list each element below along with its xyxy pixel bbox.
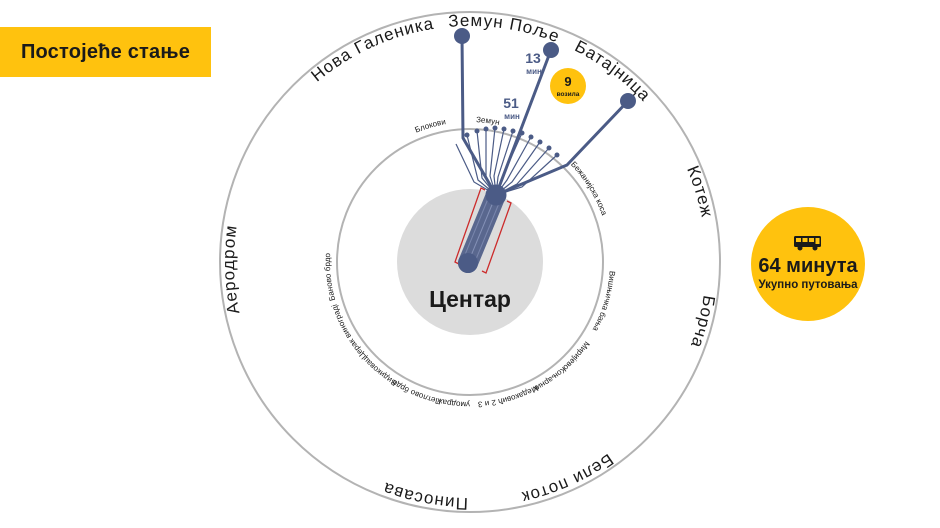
center-label: Центар	[429, 286, 511, 312]
inner-label-cerak: Церак виноградi	[330, 303, 368, 361]
svg-text:Батајница: Батајница	[572, 37, 655, 106]
inner-label-zemun: Земун	[476, 115, 501, 127]
inner-label-medakovic: Медаковић 2 и 3	[477, 383, 540, 408]
time-unit-route-b: мин	[526, 67, 542, 76]
svg-text:Пиносава: Пиносава	[380, 478, 468, 513]
stop-dot	[483, 126, 489, 132]
stop-dot	[492, 125, 498, 131]
svg-text:Бежанијска коса: Бежанијска коса	[569, 160, 609, 217]
bus-icon	[794, 236, 821, 251]
trunk-stripe	[467, 194, 497, 264]
svg-text:Церак виноградi: Церак виноградi	[330, 303, 368, 361]
vehicles-badge-circle	[550, 68, 586, 104]
outer-label-kotez: Котеж	[683, 163, 716, 219]
stop-node-zemun-polje	[543, 42, 559, 58]
trunk-stripe	[461, 193, 491, 263]
corridor-brackets	[454, 187, 512, 274]
svg-text:Медаковић 2 и 3: Медаковић 2 и 3	[477, 383, 540, 408]
svg-text:Аеродром: Аеродром	[219, 224, 243, 316]
svg-text:Петлово брдо: Петлово брдо	[390, 378, 442, 406]
vehicles-label: возила	[557, 91, 580, 98]
stop-dot	[464, 132, 470, 138]
stop-node-nova-galenika	[454, 28, 470, 44]
svg-text:Миријево: Миријево	[561, 340, 592, 373]
inner-label-banovo-brdo: Баново брдо	[323, 252, 337, 302]
title-badge: Постојеће стање	[0, 27, 211, 77]
outer-label-borca: Борча	[687, 294, 718, 351]
vehicles-count: 9	[564, 74, 571, 89]
bracket-right	[481, 200, 512, 274]
svg-text:Нова Галеника: Нова Галеника	[308, 14, 436, 86]
feeder-fan	[455, 127, 558, 196]
svg-text:Котеж: Котеж	[683, 163, 717, 219]
trunk-stripe	[473, 195, 503, 265]
outer-label-aerodrom: Аеродром	[219, 224, 242, 316]
stop-dot	[510, 128, 516, 134]
stop-dot	[519, 130, 525, 136]
svg-text:Бели поток: Бели поток	[520, 450, 617, 507]
outer-ring	[219, 11, 721, 513]
svg-text:Борча: Борча	[687, 294, 719, 351]
time-value-route-a: 51	[503, 95, 519, 111]
total-travel-label: Укупно путовања	[758, 279, 858, 291]
svg-text:Баново брдо: Баново брдо	[323, 252, 337, 302]
stop-dot	[501, 126, 507, 132]
inner-label-visnjicka-banja: Вишњичка бања	[591, 271, 617, 334]
stop-dot	[554, 152, 560, 158]
total-travel-value: 64 минута	[758, 255, 858, 277]
svg-text:Земун: Земун	[476, 115, 501, 127]
bracket-left	[454, 187, 486, 265]
outer-label-beli-potok: Бели поток	[520, 450, 616, 507]
time-value-route-b: 13	[525, 50, 541, 66]
outer-label-batajnica: Батајница	[572, 37, 654, 106]
stop-node-batajnica	[620, 93, 636, 109]
outer-label-nova-galenika: Нова Галеника	[308, 14, 435, 86]
outer-label-pinosava: Пиносава	[380, 478, 467, 513]
route-line-nova-galenika	[460, 34, 498, 197]
center-node	[458, 253, 478, 273]
stop-dot	[474, 128, 480, 134]
route-line-batajnica	[494, 99, 630, 197]
inner-ring	[336, 128, 604, 396]
total-travel-badge: 64 минута Укупно путовања	[751, 207, 865, 321]
time-unit-route-a: мин	[504, 112, 520, 121]
page-title: Постојеће стање	[20, 40, 191, 63]
hub-node	[485, 184, 507, 206]
stop-dot	[537, 139, 543, 145]
stop-dot	[546, 145, 552, 151]
trunk-corridor	[458, 185, 506, 273]
stop-dot	[528, 134, 534, 140]
inner-label-bezanijska-kosa: Бежанијска коса	[569, 160, 609, 217]
inner-label-mirijevo: Миријево	[561, 340, 592, 373]
inner-stop-dots	[464, 125, 560, 158]
svg-text:Вишњичка бања: Вишњичка бања	[591, 271, 617, 334]
vehicles-badge: 9 возила	[550, 68, 586, 104]
inner-label-petlovo-brdo: Петлово брдо	[390, 378, 442, 406]
